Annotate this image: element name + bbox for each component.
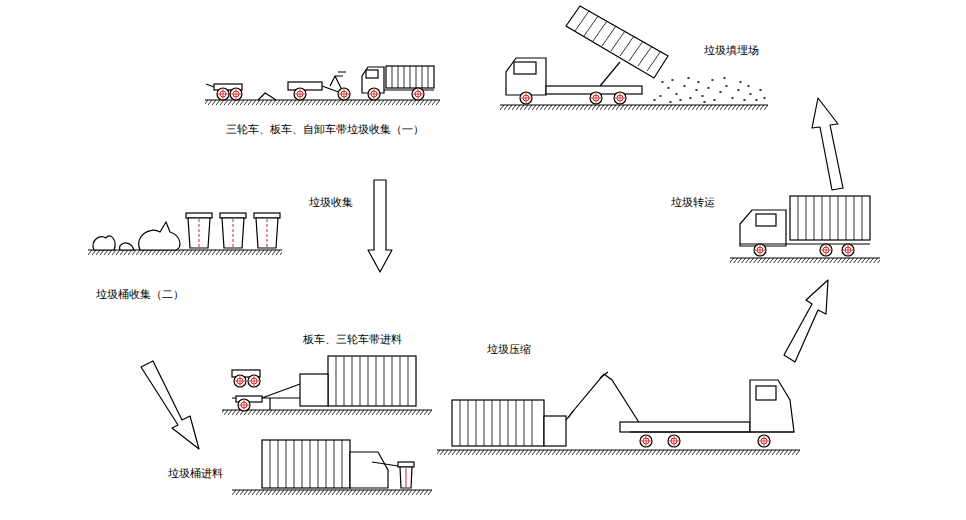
compactor-station-2 — [232, 440, 432, 495]
compactor-station-1 — [222, 356, 432, 415]
collection-scene-1 — [205, 66, 440, 105]
stage-caption: 三轮车、板车、自卸车带垃圾收集（一） — [224, 123, 426, 137]
flow-arrow — [812, 98, 843, 190]
flow-arrow — [368, 180, 392, 272]
bin-scene — [88, 213, 282, 255]
stage-caption: 垃圾压缩 — [485, 343, 533, 357]
landfill-dump-truck — [500, 6, 768, 110]
stage-caption: 垃圾转运 — [669, 196, 717, 210]
flow-arrow — [141, 361, 199, 449]
stage-caption: 垃圾收集 — [307, 196, 355, 210]
stage-caption: 垃圾桶进料 — [166, 467, 225, 481]
stage-caption: 垃圾桶收集（二） — [94, 288, 186, 302]
hooklift-truck — [437, 372, 800, 455]
flow-arrow — [784, 280, 828, 362]
stage-caption: 板车、三轮车带进料 — [301, 333, 404, 347]
stage-caption: 垃圾填埋场 — [702, 44, 761, 58]
transfer-truck — [730, 196, 880, 263]
